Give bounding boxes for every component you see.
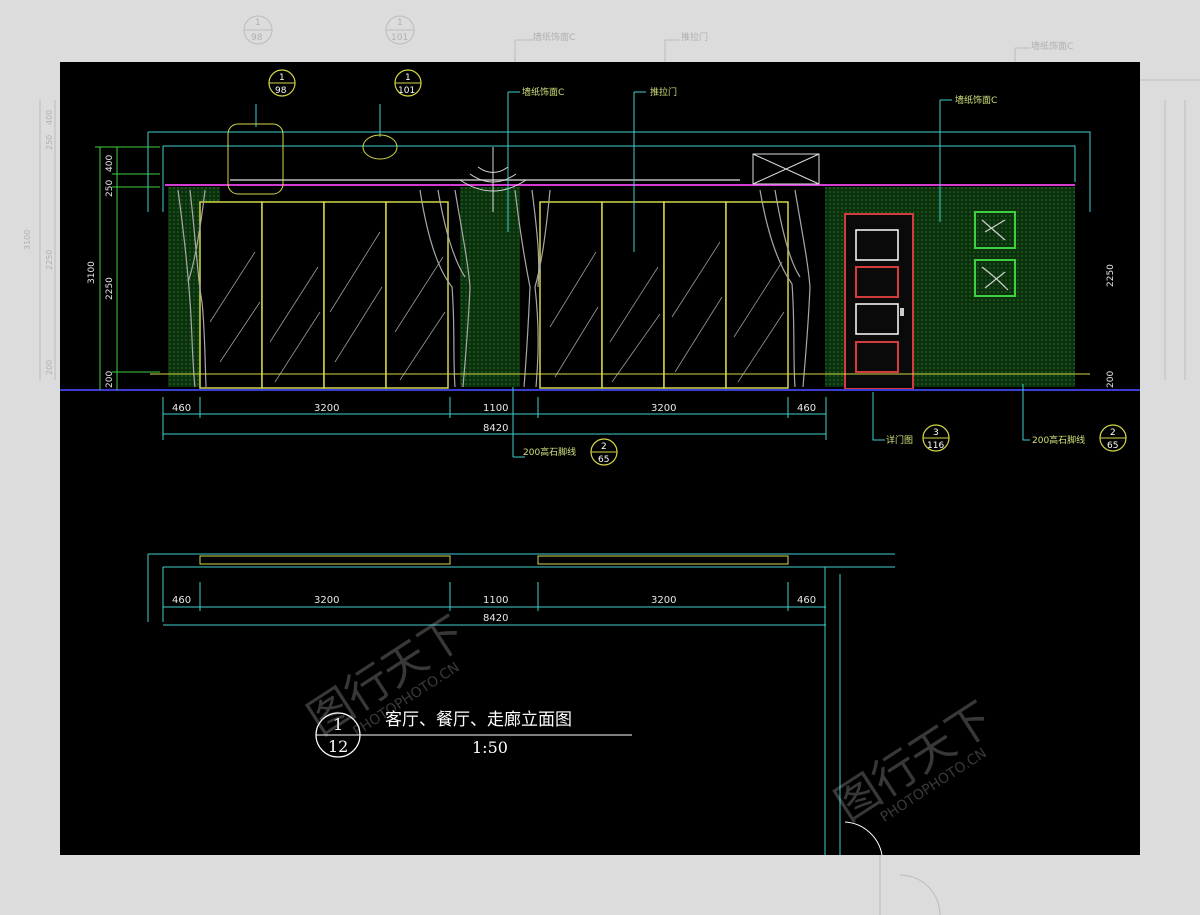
wall-art xyxy=(974,211,1016,297)
ref-skirting-right-bottom: 65 xyxy=(1107,441,1118,451)
dim-v-2250: 2250 xyxy=(105,277,115,300)
dim-v-250: 250 xyxy=(105,180,115,197)
callout-leaders xyxy=(227,91,1030,458)
elevation-drawing: 1 98 1 101 墙纸饰面C 推拉门 墙纸饰面C 400 250 2250 … xyxy=(60,69,1140,855)
dim-h-1100: 1100 xyxy=(483,403,508,414)
plan-dim-1100: 1100 xyxy=(483,595,508,606)
ref-skirting-center-top: 2 xyxy=(601,442,607,452)
glass-door-group-left xyxy=(199,201,449,389)
ghost-label-door: 推拉门 xyxy=(681,31,708,43)
plan-walls xyxy=(147,553,895,855)
wall-panel-mid xyxy=(460,187,520,387)
callout-skirting-right: 200高石脚线 xyxy=(1032,434,1085,446)
cad-drawing-canvas[interactable]: 1 98 1 101 墙纸饰面C 推拉门 墙纸饰面C 400 250 2250 … xyxy=(60,62,1140,855)
plan-dim-total: 8420 xyxy=(483,613,508,624)
ghost-dim-2250: 2250 xyxy=(45,250,54,270)
ref-98-top: 1 xyxy=(279,73,285,83)
dim-v-small-2250: 2250 xyxy=(1106,264,1116,287)
plan-door-swing xyxy=(844,821,883,855)
drawing-scale: 1:50 xyxy=(472,738,508,757)
plan-windows xyxy=(199,555,789,565)
ghost-dim-400: 400 xyxy=(45,110,54,125)
dim-v-small-200: 200 xyxy=(1106,371,1116,388)
callout-sliding-door: 推拉门 xyxy=(650,86,677,98)
ghost-ref-98: 98 xyxy=(251,33,263,43)
dim-h-3200-right: 3200 xyxy=(651,403,676,414)
ghost-dim-3100: 3100 xyxy=(23,230,32,250)
curtains xyxy=(177,189,811,388)
drawing-title-block: 1 12 客厅、餐厅、走廊立面图 1:50 xyxy=(315,710,632,758)
plan-dim-460-right: 460 xyxy=(797,595,816,606)
ref-bubble-door[interactable]: 3 116 xyxy=(922,424,950,452)
ref-101-bottom: 101 xyxy=(398,86,415,96)
callout-wallpaper-left: 墙纸饰面C xyxy=(522,86,564,98)
dim-h-total: 8420 xyxy=(483,423,508,434)
chandelier xyxy=(459,147,527,212)
ghost-ref-101: 101 xyxy=(391,33,408,43)
ghost-label-wallpaper-right: 墙纸饰面C xyxy=(1031,40,1073,52)
dim-h-460-right: 460 xyxy=(797,403,816,414)
entrance-door xyxy=(844,213,914,390)
ref-bubble-101[interactable]: 1 101 xyxy=(394,69,422,97)
dim-v-400: 400 xyxy=(105,155,115,172)
horizontal-dimension-chain xyxy=(162,397,827,440)
title-ref-bottom: 12 xyxy=(328,737,348,756)
dim-h-460-left: 460 xyxy=(172,403,191,414)
plan-dim-3200-left: 3200 xyxy=(314,595,339,606)
plan-dimension-chain xyxy=(163,582,826,626)
ref-skirting-center-bottom: 65 xyxy=(598,455,609,465)
callout-door-detail: 详门图 xyxy=(886,434,913,446)
ac-grille xyxy=(752,153,820,185)
dim-v-200: 200 xyxy=(105,371,115,388)
title-ref-top: 1 xyxy=(333,715,343,734)
drawing-title: 客厅、餐厅、走廊立面图 xyxy=(385,710,572,730)
ghost-ref-1: 1 xyxy=(255,18,261,28)
ref-101-top: 1 xyxy=(405,73,411,83)
plan-dim-460-left: 460 xyxy=(172,595,191,606)
callout-wallpaper-right: 墙纸饰面C xyxy=(955,94,997,106)
ref-98-bottom: 98 xyxy=(275,86,287,96)
glass-door-group-right xyxy=(539,201,789,389)
ghost-dim-200: 200 xyxy=(45,360,54,375)
ghost-label-wallpaper: 墙纸饰面C xyxy=(533,31,575,43)
dim-v-3100: 3100 xyxy=(87,261,97,284)
ceiling-outline xyxy=(147,131,1091,212)
dim-h-3200-left: 3200 xyxy=(314,403,339,414)
ghost-dim-250: 250 xyxy=(45,135,54,150)
ref-door-bottom: 116 xyxy=(927,441,944,451)
glass-hatching xyxy=(209,231,785,383)
vertical-dimension-chain xyxy=(95,146,160,390)
plan-dim-3200-right: 3200 xyxy=(651,595,676,606)
ref-bubble-skirting-right[interactable]: 2 65 xyxy=(1099,424,1127,452)
ghost-ref-1b: 1 xyxy=(397,18,403,28)
callout-skirting-center: 200高石脚线 xyxy=(523,446,576,458)
ref-bubble-skirting-center[interactable]: 2 65 xyxy=(590,438,618,466)
ref-door-top: 3 xyxy=(933,428,939,438)
ref-bubble-98[interactable]: 1 98 xyxy=(268,69,296,97)
ref-skirting-right-top: 2 xyxy=(1110,428,1116,438)
